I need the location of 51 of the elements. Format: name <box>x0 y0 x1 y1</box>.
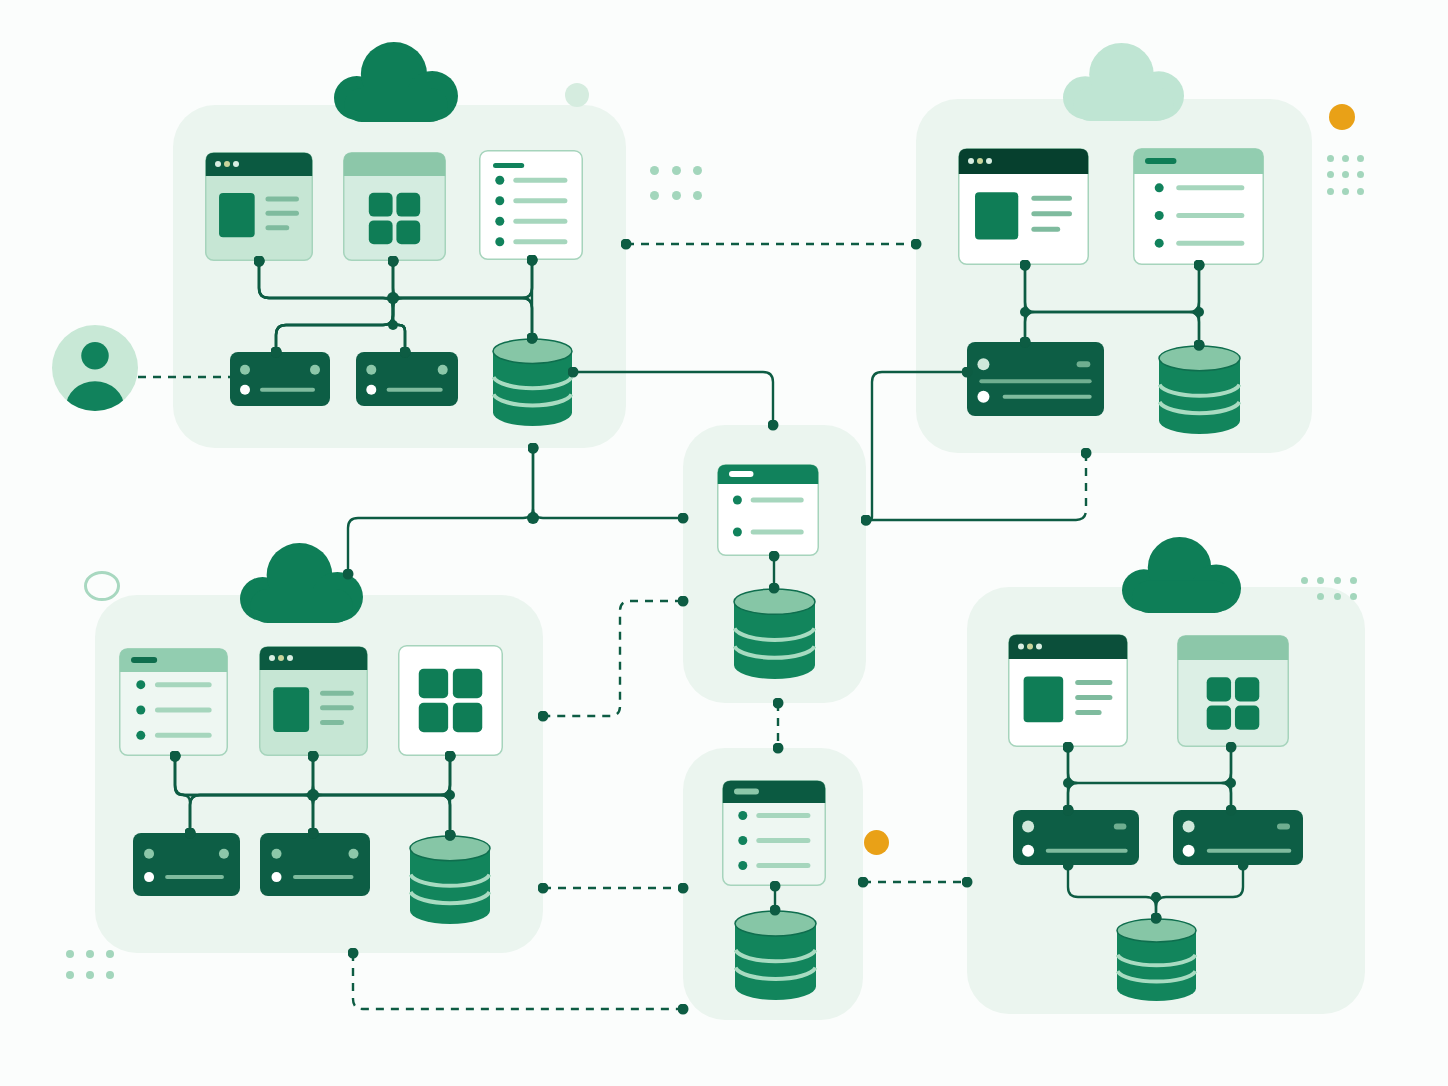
database-icon <box>492 338 573 426</box>
browser-window-icon <box>958 148 1089 265</box>
connector-line <box>769 880 781 916</box>
dashed-connector-line <box>138 375 230 379</box>
cluster-panel <box>173 105 626 448</box>
dashed-connector-line <box>772 697 784 754</box>
browser-window-icon <box>722 780 826 886</box>
connector-line <box>1193 259 1205 351</box>
browser-window-icon <box>479 150 583 260</box>
connector-line <box>526 254 538 344</box>
server-icon <box>356 352 458 406</box>
database-icon <box>733 588 816 679</box>
cloud-icon <box>1063 43 1184 121</box>
server-icon <box>230 352 330 406</box>
connector-line <box>567 366 779 431</box>
server-icon <box>260 833 370 896</box>
connector-line <box>444 750 456 841</box>
database-icon <box>1116 918 1197 1001</box>
dashed-connector-line <box>537 882 689 894</box>
cluster-panel <box>683 748 863 1020</box>
server-icon <box>967 342 1104 416</box>
server-icon <box>1173 810 1303 865</box>
cloud-icon <box>334 42 458 122</box>
browser-window-icon <box>259 646 368 756</box>
database-icon <box>409 835 491 924</box>
user-icon <box>52 324 138 412</box>
cluster-panel <box>916 99 1312 453</box>
browser-window-icon <box>398 645 503 756</box>
cluster-panel <box>967 587 1365 1014</box>
cloud-icon <box>1122 537 1241 613</box>
dashed-connector-line <box>857 876 973 888</box>
dashed-connector-line <box>620 238 922 250</box>
database-icon <box>1158 345 1241 434</box>
connector-line <box>768 550 780 594</box>
dashed-connector-line <box>860 447 1092 526</box>
browser-window-icon <box>119 648 228 756</box>
browser-window-icon <box>717 464 819 556</box>
dashed-connector-line <box>347 947 689 1015</box>
browser-window-icon <box>1177 635 1289 747</box>
dashed-connector-line <box>537 595 689 722</box>
browser-window-icon <box>205 152 313 261</box>
browser-window-icon <box>1133 148 1264 265</box>
cluster-panel <box>683 425 866 703</box>
database-icon <box>734 910 817 1000</box>
server-icon <box>1013 810 1139 865</box>
browser-window-icon <box>343 152 446 261</box>
connector-line <box>527 442 689 524</box>
cloud-icon <box>240 543 363 623</box>
server-icon <box>133 833 240 896</box>
cluster-panel <box>95 595 543 953</box>
browser-window-icon <box>1008 634 1128 747</box>
